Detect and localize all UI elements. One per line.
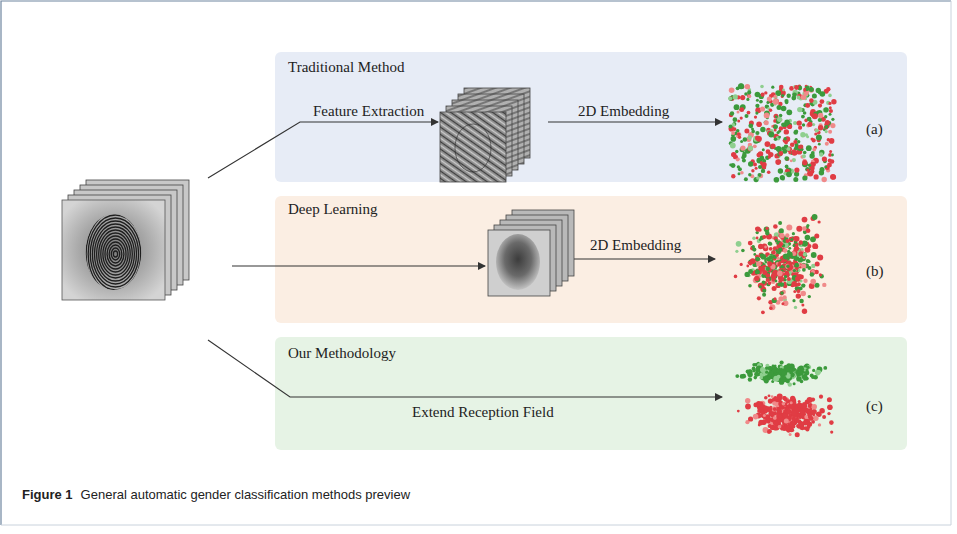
band-heading: Deep Learning [288,200,378,218]
figure-caption: General automatic gender classification … [81,487,411,503]
band-heading: Traditional Method [288,58,405,76]
panel-letter: (b) [866,262,884,280]
panel-letter: (a) [866,120,883,138]
figure-number: Figure 1 [22,487,73,503]
band-heading: Our Methodology [288,344,396,362]
method-band: Our MethodologyExtend Reception Field (c) [275,337,907,450]
step-label: 2D Embedding [590,236,681,254]
step-label: Feature Extraction [313,102,424,120]
panel-letter: (c) [866,397,883,415]
step-label: 2D Embedding [578,102,669,120]
step-label: Extend Reception Field [412,403,554,421]
